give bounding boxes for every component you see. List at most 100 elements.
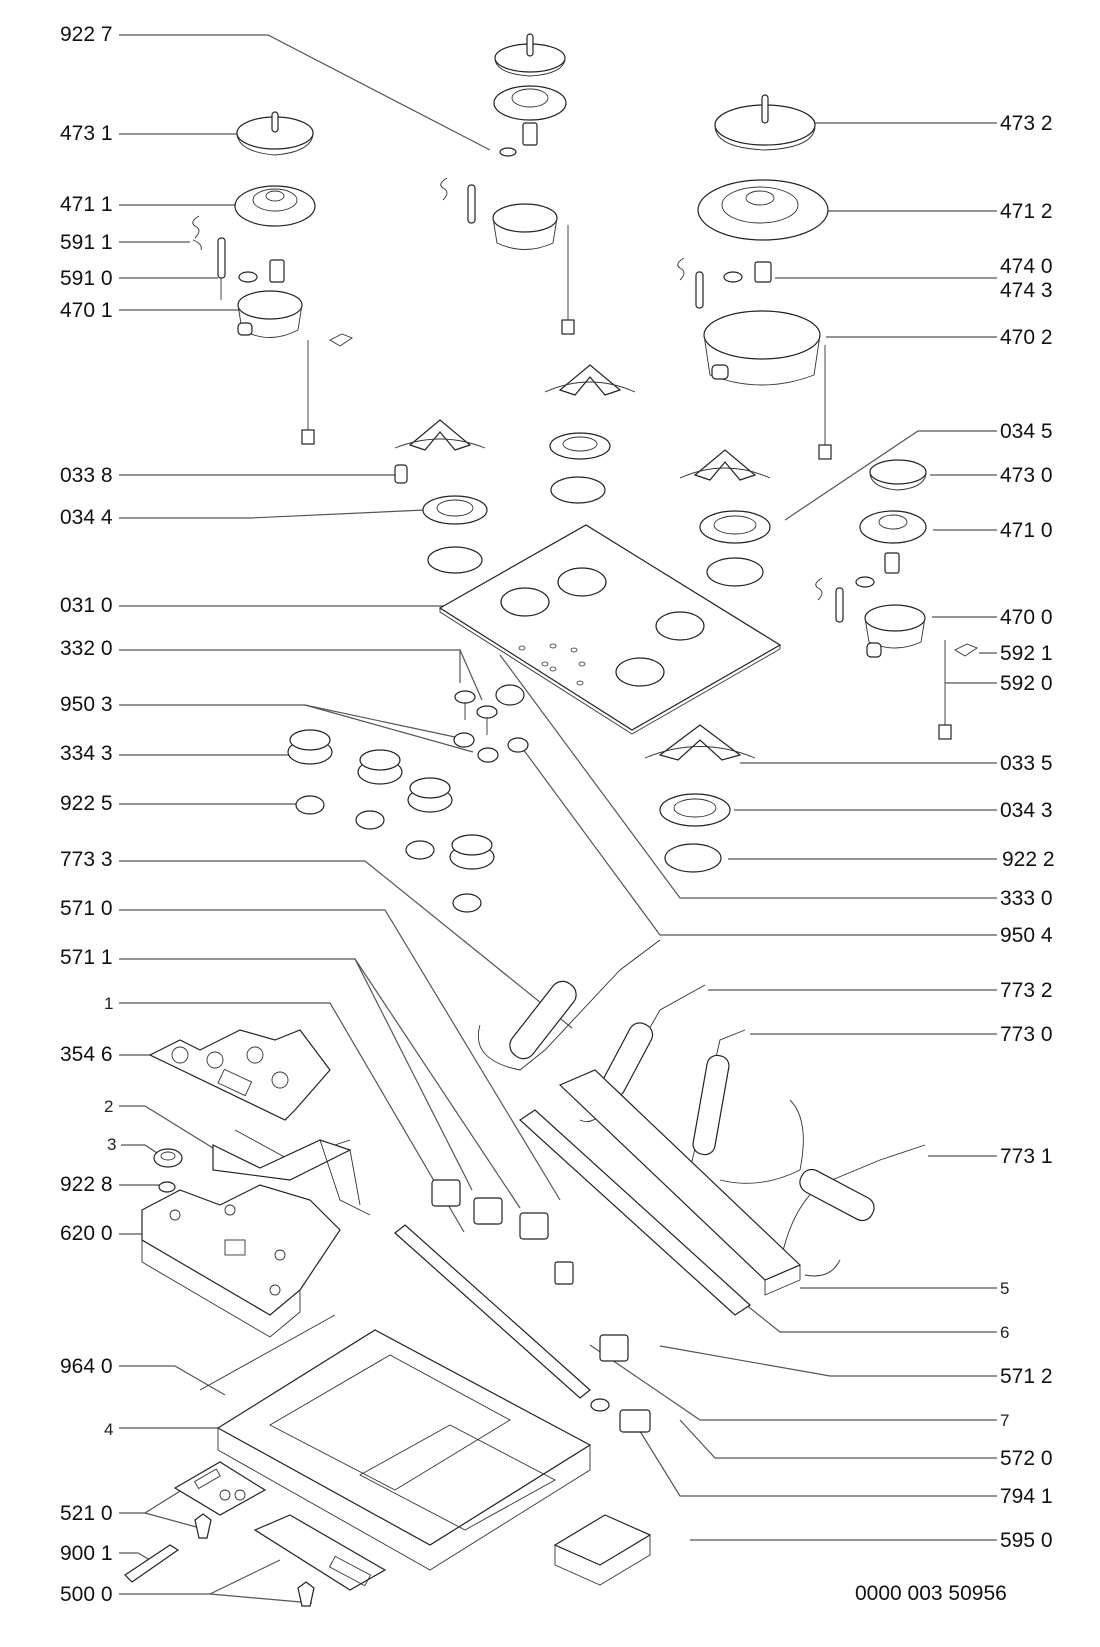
leader-line [119,1105,214,1149]
valve-stem [169,1209,181,1221]
burner-crown-center [493,85,567,121]
clip [297,1581,315,1607]
burner-body-side [864,617,926,649]
capacitor [219,1489,231,1501]
tray-recess [359,1424,556,1531]
burner-inlet [866,642,882,658]
part-label-0335: 033 5 [1000,752,1053,775]
gas-pipe-7733 [478,939,661,1071]
burner-hole [557,567,607,597]
part-label-9503: 950 3 [60,693,113,716]
leader-line [119,1365,226,1396]
valve-5711 [431,1179,461,1207]
bushing [477,747,499,763]
part-label-5921: 592 1 [1000,642,1053,665]
part-label-0310: 031 0 [60,594,113,617]
cable-connector [561,319,575,335]
electronics [124,1461,652,1607]
bracket-2 [212,1139,371,1216]
seal-9222 [664,843,722,873]
part-label-5910: 591 0 [60,267,113,290]
burner-hole [655,611,705,641]
part-label-1: 1 [104,994,113,1013]
clip [194,1513,212,1539]
tray-recess [269,1354,511,1491]
bushing-9503 [453,732,475,748]
control-knobs [287,684,529,913]
burner-cap-rim [236,134,314,156]
tray-side [217,1428,591,1571]
cutout [171,1046,189,1064]
burner-body [492,203,558,233]
part-label-5920: 592 0 [1000,672,1053,695]
pan-support [693,449,757,481]
part-label-7733: 773 3 [60,848,113,871]
leader-line [121,1144,161,1156]
cutout [246,1046,264,1064]
knob-spindle [476,705,498,719]
injector-4740 [754,261,772,283]
right-callouts: 473 2 471 2 474 0 474 3 470 2 034 5 473 … [499,112,1055,1552]
leader-line [589,1344,997,1421]
washer [855,576,875,588]
clip-5921 [954,643,978,657]
part-label-5710: 571 0 [60,897,113,920]
ring-0345 [699,510,771,544]
leader-line [119,509,426,519]
thermocouple [835,587,844,623]
part-label-3343: 334 3 [60,742,113,765]
ring [549,432,611,460]
part-label-5000: 500 0 [60,1583,113,1606]
panel-side [141,1240,301,1338]
insulation-sheet [148,1029,331,1121]
cutout [206,1051,224,1069]
document-id: 0000 003 50956 [855,1582,1007,1605]
rings-and-seals [422,432,771,873]
crown-ring [511,88,549,108]
leader-line [119,34,491,151]
gas-manifold [394,1224,651,1433]
part-label-0343: 034 3 [1000,799,1053,822]
leader-line [119,1487,186,1514]
seal [427,546,483,574]
leader-line [679,1419,997,1459]
leader-line [499,654,997,899]
cable-connector [938,724,952,740]
cap-rim [869,473,927,491]
pan-support [558,364,622,396]
leader-line [459,649,483,701]
part-label-3: 3 [107,1135,116,1154]
capacitor [234,1489,246,1501]
bracket-9001 [124,1544,180,1583]
cutout [271,1071,289,1089]
ring-0344 [422,495,488,525]
cap-rim [494,59,566,77]
knob [449,834,495,870]
knob-3343 [287,729,333,765]
leader-line [119,1002,465,1233]
pipe-sleeve [799,1168,875,1222]
part-label-4743: 474 3 [1000,279,1053,302]
rails [519,1069,802,1316]
valve-stem [274,1249,286,1261]
part-label-2: 2 [104,1097,113,1116]
panel-window [224,1239,246,1256]
part-label-9001: 900 1 [60,1542,113,1565]
rail-6 [519,1109,751,1316]
burner-inlet [237,322,253,336]
cap-pin [526,33,534,57]
circuit-board-5210 [173,1461,267,1516]
bracket-arm [319,1139,371,1216]
knob-holes [518,643,586,686]
leader-line [119,1552,151,1561]
ring-0343 [659,793,731,827]
gas-pipes [478,939,926,1277]
part-label-0345: 034 5 [1000,420,1053,443]
washer-9228 [158,1181,176,1193]
ring-inner [436,499,474,517]
part-label-7: 7 [1000,1411,1009,1430]
part-label-3546: 354 6 [60,1043,113,1066]
cable-connector [301,429,315,445]
washer [723,271,743,283]
burner-hole [615,657,665,687]
